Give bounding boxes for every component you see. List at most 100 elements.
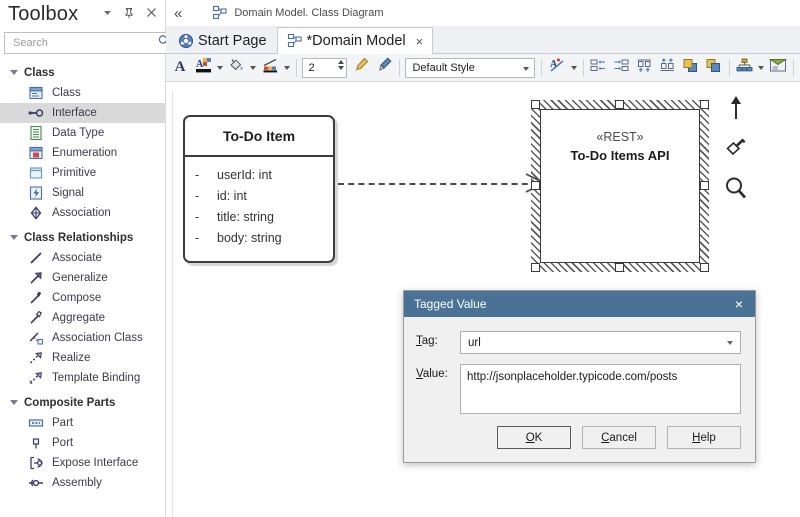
ok-button[interactable]: OK <box>497 426 571 449</box>
fill-color-button[interactable] <box>226 57 248 79</box>
toolbox-group-composite-parts[interactable]: Composite Parts <box>0 392 165 413</box>
toolbox-item-interface[interactable]: Interface <box>0 103 165 123</box>
align-top-button[interactable] <box>634 57 656 79</box>
search-input[interactable] <box>11 36 157 50</box>
quick-access-toolbar <box>718 90 754 210</box>
search-box[interactable] <box>4 32 175 54</box>
send-backward-button[interactable] <box>703 57 725 79</box>
template-binding-icon: x <box>28 370 44 386</box>
tag-label: Tag: <box>416 335 438 347</box>
tab-close-icon[interactable]: × <box>415 33 424 49</box>
quick-fill-button[interactable] <box>718 130 754 170</box>
tab-domain-model[interactable]: *Domain Model× <box>276 27 434 54</box>
spinner-down-icon[interactable] <box>337 65 344 70</box>
quick-link-arrow-button[interactable] <box>718 90 754 130</box>
spinner-arrows[interactable] <box>337 59 344 70</box>
resize-handle-sw[interactable] <box>531 263 540 272</box>
primitive-icon <box>28 165 44 181</box>
font-color-button[interactable]: A <box>192 57 214 79</box>
resize-handle-n[interactable] <box>615 100 624 109</box>
toolbox-item-aggregate[interactable]: Aggregate <box>0 308 165 328</box>
toolbox-item-signal[interactable]: Signal <box>0 183 165 203</box>
bring-forward-button[interactable] <box>680 57 702 79</box>
align-bottom-button[interactable] <box>657 57 679 79</box>
svg-text:A: A <box>196 59 204 70</box>
dialog-title-bar[interactable]: Tagged Value × <box>404 291 755 317</box>
toolbox-item-realize[interactable]: Realize <box>0 348 165 368</box>
tab-strip[interactable]: Start Page*Domain Model× <box>166 26 800 54</box>
dialog-close-button[interactable]: × <box>734 296 744 312</box>
toolbox-item-part[interactable]: Part <box>0 413 165 433</box>
component-stereotype: «REST» <box>596 130 644 144</box>
resize-handle-e[interactable] <box>700 181 709 190</box>
align-right-button[interactable] <box>611 57 633 79</box>
uml-attribute-text: id: int <box>217 189 247 203</box>
help-button[interactable]: Help <box>667 426 741 449</box>
toolbox-item-expose-interface[interactable]: Expose Interface <box>0 453 165 473</box>
uml-attribute-visibility: - <box>195 231 200 245</box>
toolbox-group-class-relationships[interactable]: Class Relationships <box>0 227 165 248</box>
help-button-label: Help <box>692 431 716 444</box>
line-width-spinner[interactable]: 2 <box>302 57 347 78</box>
text-style-dropdown[interactable] <box>569 57 579 79</box>
format-painter-button[interactable] <box>350 57 372 79</box>
auto-layout-button[interactable] <box>734 57 756 79</box>
line-width-value: 2 <box>308 61 315 74</box>
align-left-button[interactable] <box>588 57 610 79</box>
resize-handle-ne[interactable] <box>700 100 709 109</box>
text-style-button[interactable]: A <box>546 57 568 79</box>
toolbox-item-compose[interactable]: Compose <box>0 288 165 308</box>
toolbox-item-label: Interface <box>52 107 97 119</box>
toolbox-item-association[interactable]: Association <box>0 203 165 223</box>
cancel-button[interactable]: Cancel <box>582 426 656 449</box>
toolbox-item-data-type[interactable]: Data Type <box>0 123 165 143</box>
uml-component-element[interactable]: «REST» To-Do Items API <box>531 100 709 272</box>
toolbox-item-association-class[interactable]: Association Class <box>0 328 165 348</box>
toolbox-item-class[interactable]: Class <box>0 83 165 103</box>
note-button[interactable] <box>767 57 789 79</box>
uml-class-element[interactable]: To-Do Item -userId: int-id: int-title: s… <box>183 115 335 263</box>
toolbox-item-associate[interactable]: Associate <box>0 248 165 268</box>
toolbox-item-port[interactable]: Port <box>0 433 165 453</box>
quick-zoom-button[interactable] <box>718 170 754 210</box>
line-color-button[interactable] <box>259 57 281 79</box>
toolbox-item-label: Assembly <box>52 477 102 489</box>
toolbox-pin-button[interactable] <box>119 4 139 24</box>
chevron-down-icon[interactable] <box>523 66 530 71</box>
toolbox-group-class[interactable]: Class <box>0 62 165 83</box>
fill-color-dropdown[interactable] <box>249 57 259 79</box>
align-top-icon <box>636 58 653 78</box>
auto-layout-dropdown[interactable] <box>757 57 767 79</box>
style-combo[interactable]: Default Style <box>405 57 536 78</box>
class-diagram-icon <box>287 33 303 49</box>
toolbox-item-generalize[interactable]: Generalize <box>0 268 165 288</box>
font-button[interactable]: A <box>169 57 191 79</box>
value-textarea[interactable]: http://jsonplaceholder.typicode.com/post… <box>460 364 741 414</box>
resize-handle-s[interactable] <box>615 263 624 272</box>
resize-handle-nw[interactable] <box>531 100 540 109</box>
tagged-value-dialog[interactable]: Tagged Value × Tag: url Value: http://js… <box>403 290 756 463</box>
uml-attribute: -title: string <box>185 207 333 228</box>
dependency-connector[interactable] <box>338 183 538 185</box>
expose-interface-icon <box>28 455 44 471</box>
tab-start-page[interactable]: Start Page <box>168 27 277 54</box>
bring-forward-icon <box>682 58 699 78</box>
toolbox-item-assembly[interactable]: Assembly <box>0 473 165 493</box>
toolbox-item-enumeration[interactable]: Enumeration <box>0 143 165 163</box>
font-color-dropdown[interactable] <box>215 57 225 79</box>
spinner-up-icon[interactable] <box>337 59 344 64</box>
tag-combo[interactable]: url <box>460 331 741 354</box>
chevron-down-icon[interactable] <box>727 341 733 345</box>
fill-brush-button[interactable] <box>373 57 395 79</box>
toolbox-item-primitive[interactable]: Primitive <box>0 163 165 183</box>
line-color-dropdown[interactable] <box>282 57 292 79</box>
resize-handle-se[interactable] <box>700 263 709 272</box>
compose-icon <box>28 290 44 306</box>
font-letter-icon: A <box>174 59 186 75</box>
toolbox-dropdown-button[interactable] <box>97 4 117 24</box>
toolbox-close-button[interactable] <box>141 4 161 24</box>
resize-handle-w[interactable] <box>531 181 540 190</box>
double-chevron-left-icon[interactable]: « <box>174 4 183 22</box>
